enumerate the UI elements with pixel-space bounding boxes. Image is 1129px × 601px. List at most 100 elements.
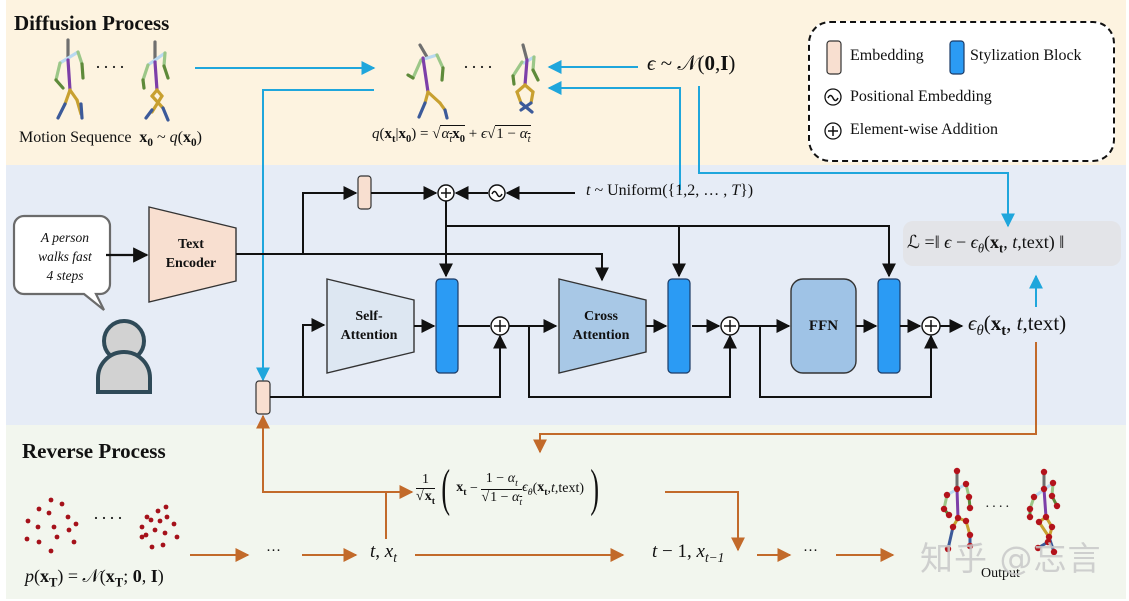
noise-dot (139, 524, 145, 530)
self-attention-line-1: Self- (355, 309, 383, 324)
noisy-skeleton-1 (406, 43, 449, 120)
noise-dot (51, 524, 57, 530)
text-to-embedding-line (302, 186, 358, 254)
condition-bus-line (446, 225, 896, 278)
noise-distribution-formula: ϵ ~ 𝒩(0,I) (647, 51, 736, 75)
skeleton-joint (1048, 523, 1056, 531)
output-ellipsis: ···· (985, 500, 1012, 515)
noise-dot (152, 527, 158, 533)
stylization-block-3 (877, 278, 901, 374)
noise-dot (162, 530, 168, 536)
self-attention-label: Self- Attention (330, 307, 408, 345)
motion-skeleton-1 (54, 38, 85, 120)
motion-sequence-caption: Motion Sequence x0 ~ q(x0) (19, 129, 202, 150)
noise-ellipsis: ···· (93, 508, 125, 528)
legend-embedding-label: Embedding (850, 47, 924, 64)
output-skeleton-2 (1026, 468, 1061, 556)
noisy-skeleton-2 (511, 43, 540, 114)
residual-add-node-1 (490, 316, 510, 336)
text-encoder-line-1: Text (178, 237, 204, 252)
embedding-to-self-attn-line (270, 318, 326, 398)
cross-attention-label: Cross Attention (562, 307, 640, 345)
skeleton-joint (940, 505, 948, 513)
noise-dot (25, 518, 31, 524)
skeleton-bone (955, 487, 960, 520)
noise-dot (174, 534, 180, 540)
self-attention-block (326, 278, 415, 374)
skeleton-joint (1050, 548, 1058, 556)
legend-stylization-label: Stylization Block (970, 47, 1082, 64)
skeleton-joint (943, 491, 951, 499)
current-state-label: t, xt (370, 541, 397, 565)
text-feature-line (236, 253, 609, 282)
step-ellipsis-2: ··· (803, 543, 818, 559)
prompt-line-1: A person (40, 230, 90, 245)
legend-tilde-circle-icon (824, 88, 842, 106)
noise-dots-cluster-2 (139, 504, 180, 550)
output-label: Output (981, 566, 1020, 581)
watermark: 知乎 @忘言 (920, 539, 1102, 578)
residual-1-line (303, 334, 507, 398)
noise-dot (157, 518, 163, 524)
cross-attention-line-1: Cross (584, 309, 618, 324)
skeleton-joint (953, 485, 961, 493)
noise-dot (160, 542, 166, 548)
noise-dot (139, 534, 145, 540)
skeleton-joint (962, 517, 970, 525)
text-encoder-label: Text Encoder (155, 235, 227, 273)
noise-dots-cluster-1 (24, 497, 79, 554)
timestep-to-skeleton-arrow (547, 81, 681, 190)
noise-dot (71, 539, 77, 545)
user-person-icon (96, 319, 152, 394)
noise-dot (65, 514, 71, 520)
skeleton-joint (1040, 468, 1048, 476)
noise-dot (143, 532, 149, 538)
noise-dot (144, 514, 150, 520)
skeleton-bone (946, 525, 955, 551)
output-to-denoise-arrow (533, 342, 1037, 454)
legend-embedding-swatch (826, 40, 842, 75)
noise-dot (48, 548, 54, 554)
noise-dot (59, 501, 65, 507)
text-encoder-line-2: Encoder (165, 256, 217, 271)
motion-ellipsis: ···· (95, 57, 127, 77)
skeleton-joint (966, 531, 974, 539)
skeleton-joint (944, 545, 952, 553)
skeleton-joint (966, 504, 974, 512)
loss-formula: ℒ =‖ ϵ − ϵθ(xt, t,text) ‖ (907, 232, 1065, 256)
noisy-ellipsis: ···· (463, 57, 495, 77)
legend-positional-label: Positional Embedding (850, 88, 992, 105)
skeleton-joint (949, 523, 957, 531)
skeleton-joint (966, 542, 974, 550)
self-attention-line-2: Attention (340, 328, 398, 343)
residual-2-line (528, 326, 737, 398)
text-embedding-block (357, 175, 372, 210)
prompt-line-2: walks fast (38, 249, 92, 264)
motion-skeleton-2 (141, 40, 170, 122)
noise-dot (48, 497, 54, 503)
text-encoder-block (148, 206, 237, 303)
prompt-text: A person walks fast 4 steps (22, 228, 108, 285)
ffn-label: FFN (808, 318, 839, 334)
noise-dot (24, 536, 30, 542)
noise-dot (149, 544, 155, 550)
noise-dot (54, 534, 60, 540)
noisy-to-denoiser-line (256, 89, 374, 382)
skeleton-joint (1048, 492, 1056, 500)
timestep-formula: t ~ Uniform({1,2, … , T}) (586, 182, 754, 199)
prior-formula: p(xT) = 𝒩(xT; 0, I) (25, 566, 164, 590)
diffusion-process-title: Diffusion Process (14, 11, 170, 35)
skeleton-joint (954, 514, 962, 522)
noise-to-loss-arrow (698, 86, 1015, 228)
stylization-block-1 (435, 278, 459, 374)
skeleton-joint (1042, 513, 1050, 521)
step-ellipsis-1: ··· (266, 543, 281, 559)
skeleton-joint (1030, 493, 1038, 501)
noise-dot (36, 539, 42, 545)
legend-stylization-swatch (949, 40, 965, 75)
output-skeleton-1 (940, 467, 974, 553)
current-to-embedding-arrow (256, 414, 386, 493)
noise-dot (46, 510, 52, 516)
stylization-block-2 (667, 278, 691, 374)
